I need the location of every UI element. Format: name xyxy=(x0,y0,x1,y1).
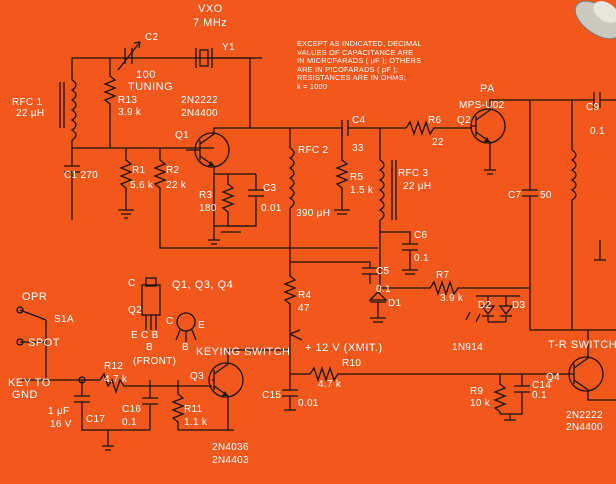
gnd-label: GND xyxy=(12,389,38,401)
y1-label: Y1 xyxy=(222,42,235,53)
r11-value: 1.1 k xyxy=(184,417,208,428)
d2-label: D2 xyxy=(478,300,492,311)
c17-label: C17 xyxy=(86,414,106,425)
r12-label: R12 xyxy=(104,361,124,372)
c9-value: 0.1 xyxy=(590,126,605,137)
key-to-label: KEY TO xyxy=(8,377,51,389)
d1-label: D1 xyxy=(388,298,402,309)
diode-type-label: 1N914 xyxy=(452,342,483,353)
pkg-q2-label: Q2 xyxy=(128,305,142,316)
r10-value: 4.7 k xyxy=(318,379,342,390)
r4-value: 47 xyxy=(298,303,310,314)
r9-value: 10 k xyxy=(470,398,491,409)
q2-label: Q2 xyxy=(457,115,471,126)
rfc2-value: 390 μH xyxy=(296,208,331,219)
r1-value: 5.6 k xyxy=(130,180,154,191)
c6-value: 0.1 xyxy=(414,253,429,264)
vxo-label: VXO xyxy=(198,3,223,15)
c3-value: 0.01 xyxy=(261,203,282,214)
c14-value: 0.1 xyxy=(532,390,547,401)
r9-label: R9 xyxy=(470,386,484,397)
r7-value: 3.9 k xyxy=(440,293,464,304)
opr-label: OPR xyxy=(22,291,48,303)
q4-type1: 2N2222 xyxy=(566,410,603,421)
spot-label: SPOT xyxy=(28,337,60,349)
r13-label: R13 xyxy=(118,95,138,106)
c7-value: 50 xyxy=(540,190,552,201)
pkg2-b-label: B xyxy=(182,342,189,353)
s1a-label: S1A xyxy=(54,314,74,325)
r2-value: 22 k xyxy=(166,180,187,191)
d3-label: D3 xyxy=(512,300,526,311)
pkg-types-label: Q1, Q3, Q4 xyxy=(172,279,234,291)
r5-value: 1.5 k xyxy=(350,185,374,196)
pkg-front-label: (FRONT) xyxy=(133,356,177,367)
c16-label: C16 xyxy=(122,404,142,415)
c2-label: C2 xyxy=(145,32,159,43)
c5-value: 0.1 xyxy=(376,284,391,295)
r3-value: 180 xyxy=(199,203,217,214)
c1-label: C1 270 xyxy=(64,170,99,181)
r5-label: R5 xyxy=(350,172,364,183)
tuning-label: TUNING xyxy=(128,81,174,93)
c2-value-label: 100 xyxy=(136,69,156,81)
keying-switch-label: KEYING SWITCH xyxy=(196,346,291,358)
c16-value: 0.1 xyxy=(122,417,137,428)
rfc1-label: RFC 1 xyxy=(12,97,43,108)
c17-voltage: 16 V xyxy=(50,419,72,430)
c6-label: C6 xyxy=(414,230,428,241)
pkg2-c-label: C xyxy=(166,316,174,327)
r6-value: 22 xyxy=(432,137,444,148)
pa-label: PA xyxy=(480,83,495,95)
pkg-b-label: B xyxy=(146,342,153,353)
q4-type2: 2N4400 xyxy=(566,422,603,433)
c4-value: 33 xyxy=(352,143,364,154)
rfc1-value: 22 μH xyxy=(16,108,45,119)
r11-label: R11 xyxy=(184,404,203,415)
c15-value: 0.01 xyxy=(298,398,319,409)
pkg-pins-label: E C B xyxy=(131,330,159,341)
pkg2-e-label: E xyxy=(198,320,205,331)
c5-label: C5 xyxy=(376,266,390,277)
q4-label: Q4 xyxy=(546,372,560,383)
r7-label: R7 xyxy=(436,270,450,281)
c14-label: C14 xyxy=(532,380,552,391)
c3-label: C3 xyxy=(263,183,277,194)
q3-type1: 2N4036 xyxy=(212,442,249,453)
q2-type: MPS-U02 xyxy=(459,100,505,111)
r2-label: R2 xyxy=(166,165,180,176)
q3-type2: 2N4403 xyxy=(212,455,249,466)
r10-label: R10 xyxy=(342,358,362,369)
rfc2-label: RFC 2 xyxy=(298,145,329,156)
tr-switch-label: T-R SWITCH xyxy=(548,339,616,351)
c9-label: C9 xyxy=(586,102,600,113)
r4-label: R4 xyxy=(298,290,312,301)
q1-type2: 2N4400 xyxy=(181,108,218,119)
vxo-freq-label: 7 MHz xyxy=(193,17,228,29)
pkg-c-top: C xyxy=(128,278,136,289)
rfc3-label: RFC 3 xyxy=(398,168,429,179)
c17-cap-label: 1 μF xyxy=(48,406,70,417)
supply-label: + 12 V (XMIT.) xyxy=(305,342,383,354)
q1-label: Q1 xyxy=(175,130,189,141)
r13-value: 3.9 k xyxy=(118,107,142,118)
q1-type1: 2N2222 xyxy=(181,95,218,106)
c4-label: C4 xyxy=(352,115,366,126)
q3-label: Q3 xyxy=(190,371,204,382)
r1-label: R1 xyxy=(132,165,146,176)
c15-label: C15 xyxy=(262,390,282,401)
r3-label: R3 xyxy=(199,190,213,201)
rfc3-value: 22 μH xyxy=(403,181,432,192)
r12-value: 4.7 k xyxy=(104,374,128,385)
r6-label: R6 xyxy=(428,115,442,126)
c7-label: C7 xyxy=(508,190,522,201)
